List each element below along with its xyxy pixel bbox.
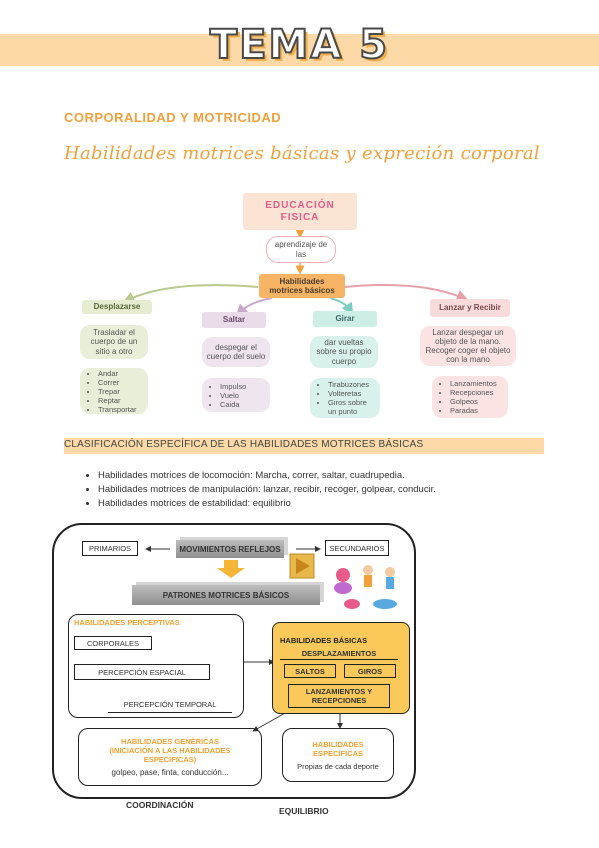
list-item: Correr xyxy=(98,378,137,387)
equilibrio-label: EQUILIBRIO xyxy=(279,806,329,816)
basicas-container xyxy=(272,622,410,714)
especificas-desc: Propias de cada deporte xyxy=(297,761,379,771)
page-title: TEMA 5 xyxy=(209,21,390,69)
list-item: Giros sobre un punto xyxy=(328,398,376,416)
list-item: Transportar xyxy=(98,405,137,414)
list-item: Tirabuzones xyxy=(328,380,376,389)
desplazarse-label: Desplazarse xyxy=(82,300,152,314)
list-item: Vuelo xyxy=(220,391,246,400)
genericas-title: HABILIDADES GENÉRICAS (INICIACIÓN A LAS … xyxy=(109,737,231,764)
lanzamientos-box: LANZAMIENTOS Y RECEPCIONES xyxy=(288,684,390,708)
corporales-box: CORPORALES xyxy=(74,636,152,650)
especificas-box: HABILIDADES ESPECÍFICAS Propias de cada … xyxy=(282,728,394,782)
secundarios-box: SECUNDARIOS xyxy=(325,540,389,556)
list-item: Habilidades motrices de manipulación: la… xyxy=(98,484,436,495)
educacion-fisica-box: EDUCACIÓN FISICA xyxy=(243,193,357,230)
coordinacion-label: COORDINACIÓN xyxy=(126,800,194,810)
list-item: Habilidades motrices de locomoción: Marc… xyxy=(98,470,436,481)
primarios-box: PRIMARIOS xyxy=(82,541,138,556)
especificas-title: HABILIDADES ESPECÍFICAS xyxy=(312,739,364,758)
list-item: Andar xyxy=(98,369,137,378)
perceptivas-title: HABILIDADES PERCEPTIVAS xyxy=(74,618,180,627)
lanzar-list: Lanzamientos Recepciones Golpeos Paradas xyxy=(432,376,508,418)
section-bar xyxy=(64,438,544,454)
subhead: CORPORALIDAD Y MOTRICIDAD xyxy=(64,110,282,125)
girar-label: Girar xyxy=(313,311,377,327)
list-item: Trepar xyxy=(98,387,137,396)
patrones-motrices-box: PATRONES MOTRICES BÁSICOS xyxy=(132,585,320,605)
saltos-box: SALTOS xyxy=(284,664,336,678)
percepcion-temporal-box: PERCEPCIÓN TEMPORAL xyxy=(108,697,232,713)
kids-illustration xyxy=(334,565,397,609)
list-item: Golpeos xyxy=(450,397,497,406)
habilidades-motrices-box: Habilidades motrices básicos xyxy=(259,274,345,298)
bullet-list: Habilidades motrices de locomoción: Marc… xyxy=(86,470,436,512)
list-item: Paradas xyxy=(450,406,497,415)
desplazarse-list: Andar Correr Trepar Reptar Transportar xyxy=(80,368,148,414)
list-item: Caida xyxy=(220,400,246,409)
girar-list: Tirabuzones Volteretas Giros sobre un pu… xyxy=(310,378,380,418)
list-item: Habilidades motrices de estabilidad: equ… xyxy=(98,498,436,509)
basicas-title: HABILIDADES BÁSICAS xyxy=(280,636,368,645)
section-title: CLASIFICACIÓN ESPECÍFICA DE LAS HABILIDA… xyxy=(64,439,424,450)
list-item: Recepciones xyxy=(450,388,497,397)
movimientos-reflejos-box: MOVIMIENTOS REFLEJOS xyxy=(176,540,284,558)
genericas-box: HABILIDADES GENÉRICAS (INICIACIÓN A LAS … xyxy=(78,728,262,786)
list-item: Lanzamientos xyxy=(450,379,497,388)
saltar-desc: despegar el cuerpo del suelo xyxy=(202,337,270,367)
perceptivas-container xyxy=(68,614,244,718)
genericas-desc: golpeo, pase, finta, conducción... xyxy=(111,768,229,777)
title-banner xyxy=(0,34,599,66)
giros-box: GIROS xyxy=(344,664,396,678)
saltar-list: Impulso Vuelo Caida xyxy=(202,378,270,412)
list-item: Reptar xyxy=(98,396,137,405)
list-item: Volteretas xyxy=(328,389,376,398)
diagram-frame xyxy=(52,523,416,799)
desplazarse-desc: Trasladar el cuerpo de un sitio a otro xyxy=(80,325,148,359)
girar-desc: dar vueltas sobre su propio cuerpo xyxy=(310,336,378,368)
percepcion-espacial-box: PERCEPCIÓN ESPACIAL xyxy=(74,664,210,680)
cursive-heading: Habilidades motrices básicas y expreción… xyxy=(64,143,540,164)
saltar-label: Saltar xyxy=(202,312,266,328)
lanzar-desc: Lanzar despegar un objeto de la mano. Re… xyxy=(420,326,516,366)
aprendizaje-box: aprendizaje de las xyxy=(266,236,336,263)
list-item: Impulso xyxy=(220,382,246,391)
desplazamientos-box: DESPLAZAMIENTOS xyxy=(280,648,398,660)
lanzar-label: Lanzar y Recibir xyxy=(430,299,510,317)
